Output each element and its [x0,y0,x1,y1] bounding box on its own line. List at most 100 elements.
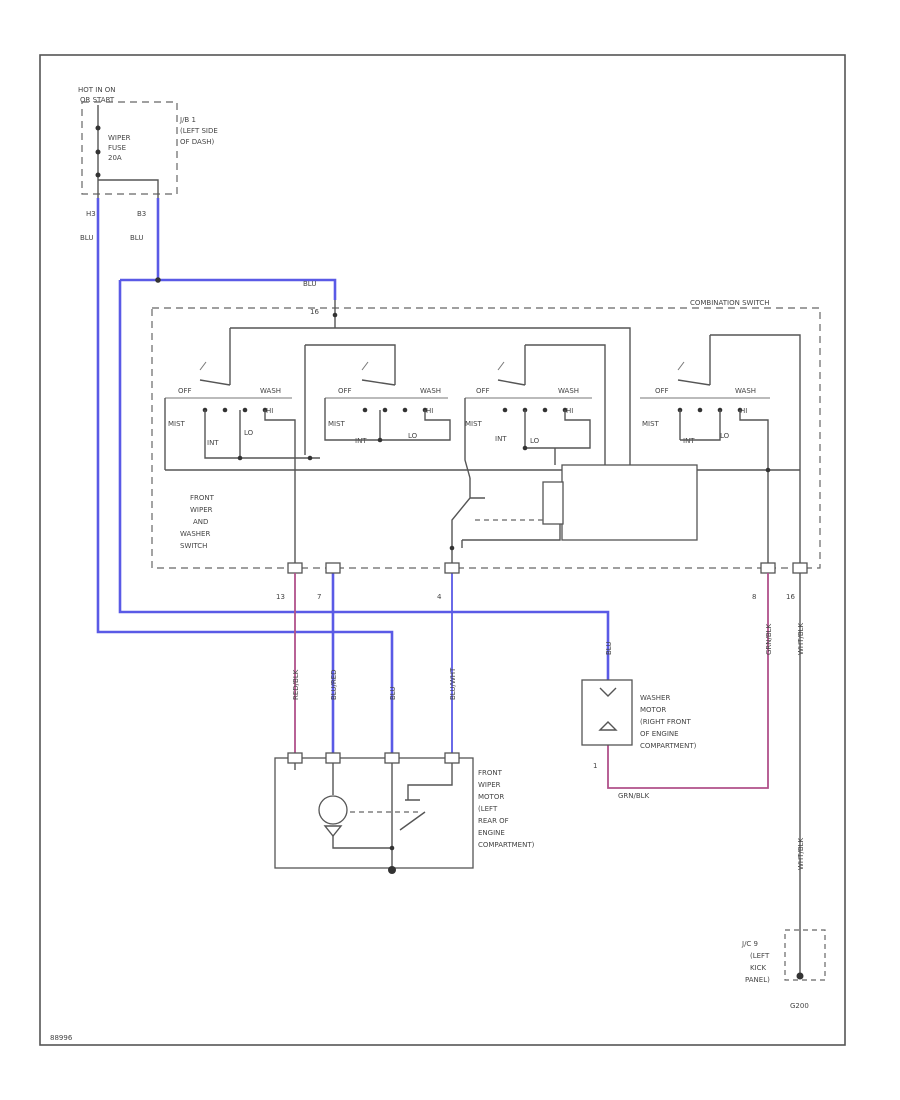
ground-location-3: KICK [750,964,767,972]
fuse-wire-left: BLU [80,234,93,242]
wire-label-pin16: WHT/BLK [797,622,805,655]
switch-name-2: WIPER [190,506,213,514]
wiper-name-7: COMPARTMENT) [478,841,535,849]
footer-code: 88996 [50,1034,73,1042]
section4-off-label: OFF [655,387,669,395]
wiper-name-1: FRONT [478,769,503,777]
pin-7: 7 [317,593,321,601]
wire-label-pin4: BLU/WHT [449,667,457,700]
section3-mist: MIST [465,420,483,428]
front-wiper-motor: FRONT WIPER MOTOR (LEFT REAR OF ENGINE C… [274,752,535,874]
section2-lo: LO [408,432,418,440]
switch-section-4: OFF WASH MIST INT LO HI [640,361,770,568]
hot-label-2: OR START [80,96,115,104]
section3-off-label: OFF [476,387,490,395]
fuse-wire-right: BLU [130,234,143,242]
wiper-name-6: ENGINE [478,829,505,837]
fuse-location-1: J/B 1 [179,116,196,124]
switch-section-3: OFF WASH MIST INT LO HI [464,361,592,479]
switch-name-3: AND [193,518,208,526]
washer-name-4: OF ENGINE [640,730,679,738]
switch-feed-pin: 16 [310,308,319,316]
section3-hi: HI [566,407,573,415]
wire-label-pin7: BLU/RED [330,669,338,700]
wiper-name-3: MOTOR [478,793,504,801]
washer-motor: 1 WASHER MOTOR (RIGHT FRONT OF ENGINE CO… [581,679,697,770]
washer-name-2: MOTOR [640,706,666,714]
section4-hi: HI [740,407,747,415]
ground-code: G200 [790,1002,809,1010]
switch-connector-pins: 13 7 4 8 16 [276,562,808,601]
switch-feed-wire: BLU [303,280,316,288]
wire-label-pin8: GRN/BLK [765,623,773,655]
fuse-block: HOT IN ON OR START WIPER FUSE 20A J/B 1 … [78,86,218,242]
washer-motor-box [581,679,633,746]
blue-wire-h3 [96,198,394,758]
washer-name-5: COMPARTMENT) [640,742,697,750]
switch-name-5: SWITCH [180,542,207,550]
section3-lo: LO [530,437,540,445]
section1-lo: LO [244,429,254,437]
section2-off-label: OFF [338,387,352,395]
ground-location-4: PANEL) [745,976,770,984]
junction-connector-outline [784,929,826,981]
blue-wire-to-washer [118,280,610,680]
section4-lo: LO [720,432,730,440]
fuse-pin-right: B3 [137,210,146,218]
relay-coil [542,481,564,525]
wire-label-washer-in: BLU [605,642,613,655]
section1-int: INT [207,439,219,447]
section4-int: INT [683,437,695,445]
section3-wash-label: WASH [558,387,579,395]
section3-int: INT [495,435,507,443]
switch-section-1: OFF WASH MIST INT LO HI [164,361,320,568]
section2-mist: MIST [328,420,346,428]
pin-8: 8 [752,593,756,601]
fuse-name-2: FUSE [108,144,126,152]
switch-name-1: FRONT [190,494,215,502]
section4-mist: MIST [642,420,660,428]
ground-location-2: (LEFT [750,952,770,960]
switch-section-2: OFF WASH MIST INT LO HI [324,361,451,445]
wiper-name-4: (LEFT [478,805,498,813]
combination-switch-title: COMBINATION SWITCH [690,299,770,307]
ground-location-1: J/C 9 [741,940,758,948]
fuse-location-3: OF DASH) [180,138,215,146]
wire-label-pin13: RED/BLK [292,669,300,700]
section1-hi: HI [266,407,273,415]
washer-name-1: WASHER [640,694,670,702]
section1-off-label: OFF [178,387,192,395]
section2-int: INT [355,437,367,445]
ground-junction: J/C 9 (LEFT KICK PANEL) G200 [741,929,826,1010]
section1-mist: MIST [168,420,186,428]
section2-wash-label: WASH [420,387,441,395]
fuse-location-2: (LEFT SIDE [180,127,218,135]
wiper-name-2: WIPER [478,781,501,789]
intermittent-relay [561,464,698,541]
combination-switch-outline [151,307,821,569]
fuse-box-outline [81,101,178,195]
fuse-pin-left: H3 [86,210,96,218]
wiper-name-5: REAR OF [478,817,509,825]
fuse-name-3: 20A [108,154,122,162]
section4-wash-label: WASH [735,387,756,395]
blue-wire-bus [120,278,337,300]
switch-name-4: WASHER [180,530,210,538]
fuse-name-1: WIPER [108,134,131,142]
pin-16: 16 [786,593,795,601]
wire-label-blu: BLU [389,687,397,700]
wiper-motor-box [274,757,474,869]
section1-wash-label: WASH [260,387,281,395]
section2-hi: HI [426,407,433,415]
diagram-frame [39,54,846,1046]
wire-label-ground: WHT/BLK [797,837,805,870]
pin-4: 4 [437,593,442,601]
blue-wires [96,198,610,758]
wire-pin8 [607,573,769,789]
combination-switch: COMBINATION SWITCH 16 OFF WASH MIST INT … [151,299,821,601]
washer-name-3: (RIGHT FRONT [640,718,691,726]
wire-label-washer-out: GRN/BLK [618,792,650,800]
hot-label-1: HOT IN ON [78,86,116,94]
wire-labels: RED/BLK BLU/RED BLU BLU/WHT BLU GRN/BLK … [292,622,805,870]
